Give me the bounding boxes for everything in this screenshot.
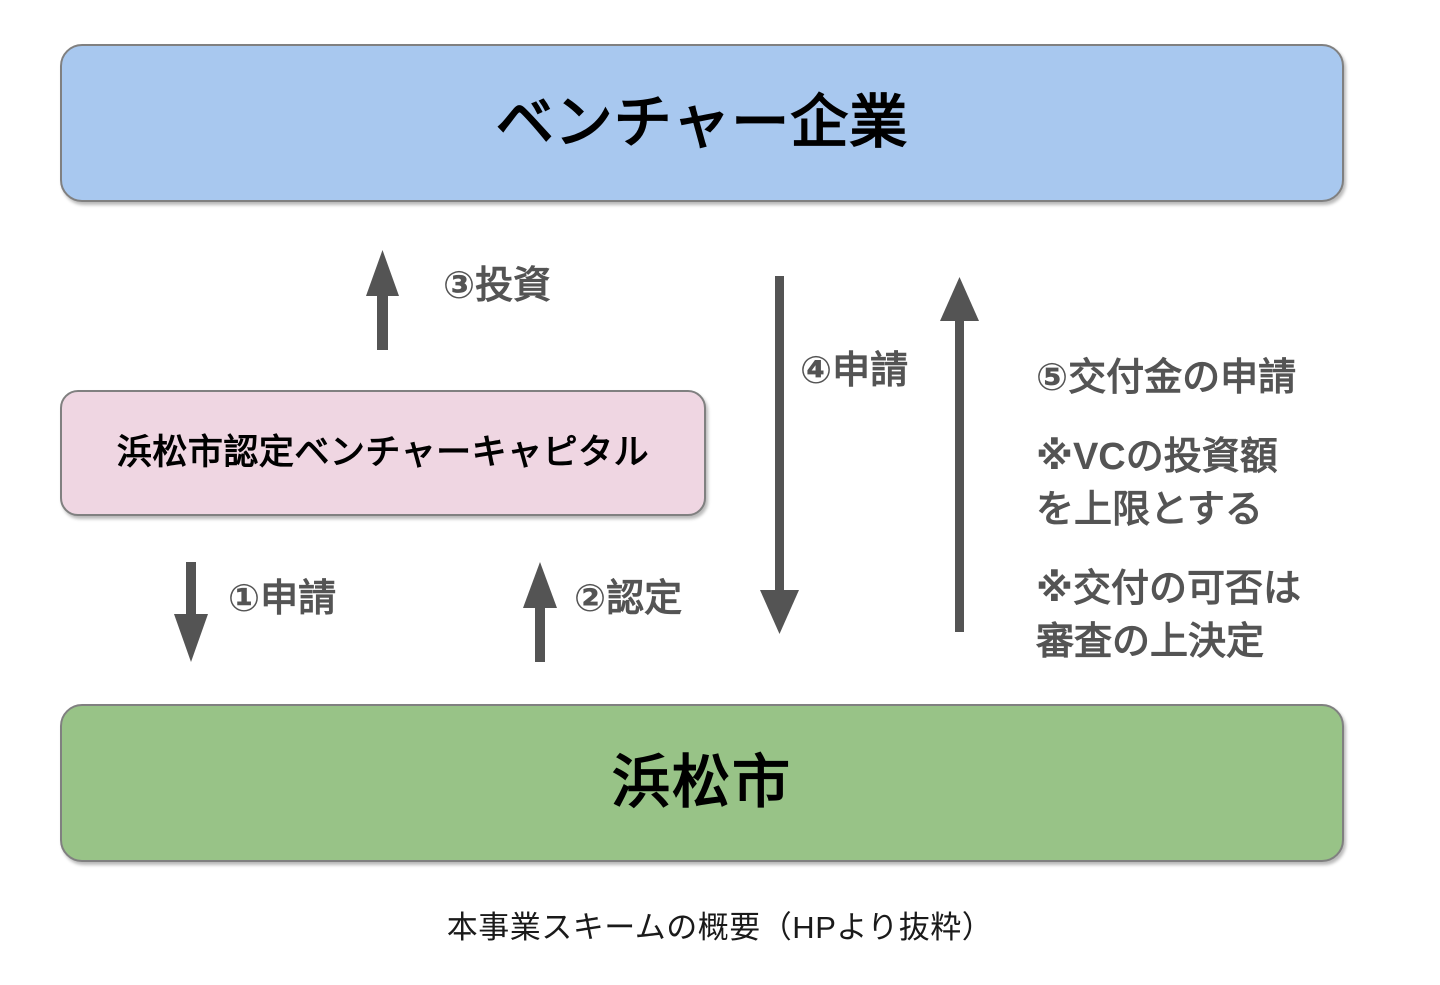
- note-grant-screening-line1: ※交付の可否は: [1036, 568, 1301, 611]
- arrow-3-investment-up-icon: [366, 250, 399, 350]
- note-grant-screening-line2: 審査の上決定: [1036, 620, 1265, 663]
- box-hamamatsu-city-label: 浜松市: [611, 750, 792, 816]
- box-venture-company: ベンチャー企業: [60, 44, 1344, 202]
- arrow-2-certification-up-icon: [523, 562, 557, 662]
- arrow-label-4-application: ④申請: [800, 350, 909, 392]
- box-hamamatsu-city: 浜松市: [60, 704, 1344, 862]
- box-certified-venture-capital: 浜松市認定ベンチャーキャピタル: [60, 390, 706, 516]
- arrow-label-1-application: ①申請: [228, 578, 337, 620]
- note-grant-screening: ※交付の可否は 審査の上決定: [1036, 563, 1356, 668]
- box-venture-company-label: ベンチャー企業: [495, 90, 909, 156]
- note-investment-cap: ※VCの投資額 を上限とする: [1036, 431, 1356, 536]
- arrow-4-application-down-icon: [760, 276, 799, 634]
- diagram-caption: 本事業スキームの概要（HPより抜粋）: [446, 910, 994, 945]
- note-investment-cap-line2: を上限とする: [1036, 488, 1263, 531]
- box-certified-venture-capital-label: 浜松市認定ベンチャーキャピタル: [116, 432, 650, 472]
- arrow-label-3-investment: ③投資: [443, 265, 552, 307]
- arrow-label-5-grant-application: ⑤交付金の申請: [1036, 357, 1297, 399]
- arrow-label-2-certification: ②認定: [574, 578, 683, 620]
- note-investment-cap-line1: ※VCの投資額: [1036, 436, 1278, 479]
- arrow-1-application-down-icon: [174, 562, 208, 662]
- notes-column: ⑤交付金の申請 ※VCの投資額 を上限とする ※交付の可否は 審査の上決定: [1036, 352, 1356, 668]
- arrow-5-grant-application-up-icon: [940, 277, 979, 632]
